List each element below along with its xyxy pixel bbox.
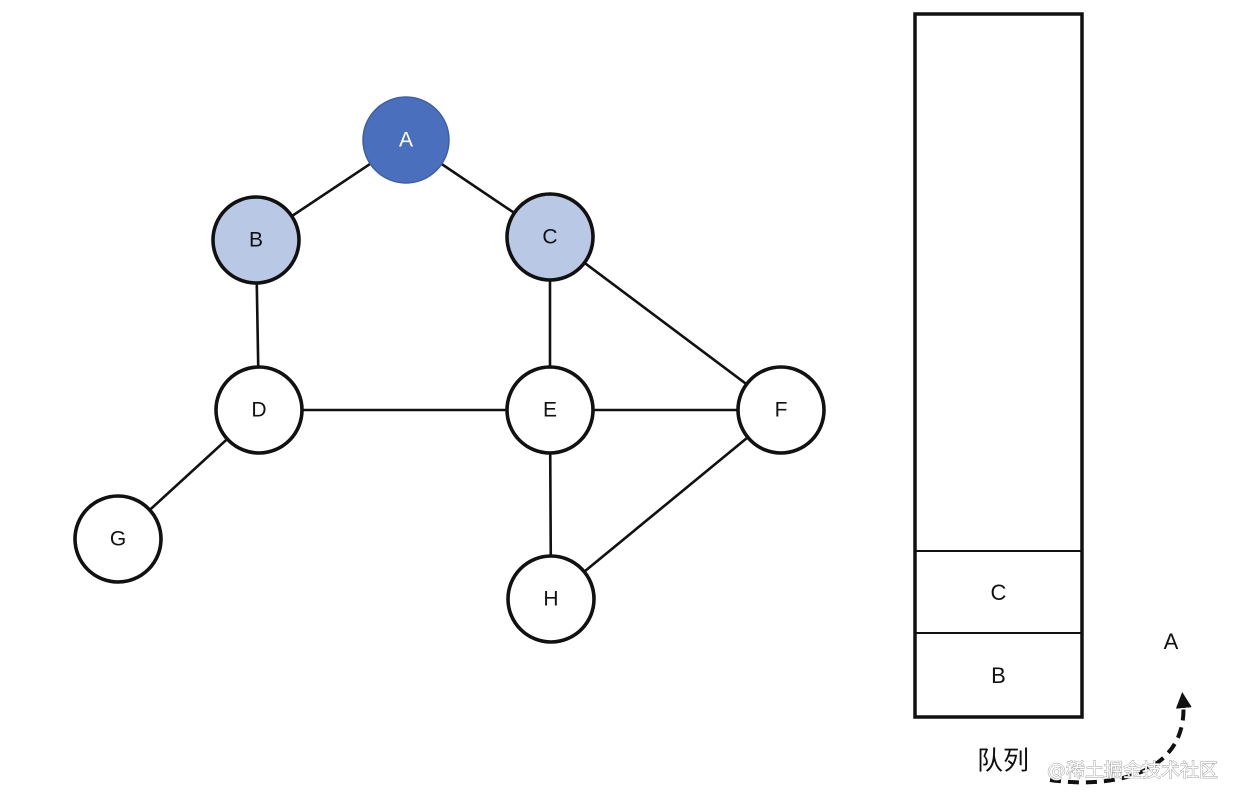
queue-caption: 队列 [977,747,1029,777]
queue-container [913,12,1084,719]
queue-item-c: C [991,580,1007,605]
node-label-g: G [110,528,126,551]
queue: C B 队列 [913,12,1084,777]
node-circle-g [73,494,163,584]
node-circle-e [505,365,595,455]
node-label-h: H [543,588,558,611]
edge-c-f [549,235,782,412]
node-label-f: F [775,399,788,422]
node-c: C [505,192,595,282]
node-e: E [505,365,595,455]
node-circle-f [736,365,826,455]
node-label-a: A [399,129,413,152]
node-circle-b [211,195,301,285]
node-b: B [211,195,301,285]
node-circle-d [214,365,304,455]
node-g: G [73,494,163,584]
queue-item-b: B [991,663,1006,688]
node-label-d: D [251,399,266,422]
node-f: F [736,365,826,455]
watermark: @稀土掘金技术社区 [1047,760,1218,782]
graph-edges [117,138,782,601]
node-circle-c [505,192,595,282]
node-a: A [362,96,450,184]
edge-f-h [550,408,782,601]
node-h: H [506,554,596,644]
graph-nodes: A B C D E F G H [73,96,826,644]
node-label-c: C [542,226,557,249]
node-circle-h [506,554,596,644]
node-circle-a [362,96,450,184]
dequeued-item-a: A [1164,629,1179,654]
node-d: D [214,365,304,455]
node-label-b: B [249,229,263,252]
node-label-e: E [543,399,557,422]
dequeue-arrow [1049,692,1192,785]
dequeue-indicator: A [1049,629,1192,785]
